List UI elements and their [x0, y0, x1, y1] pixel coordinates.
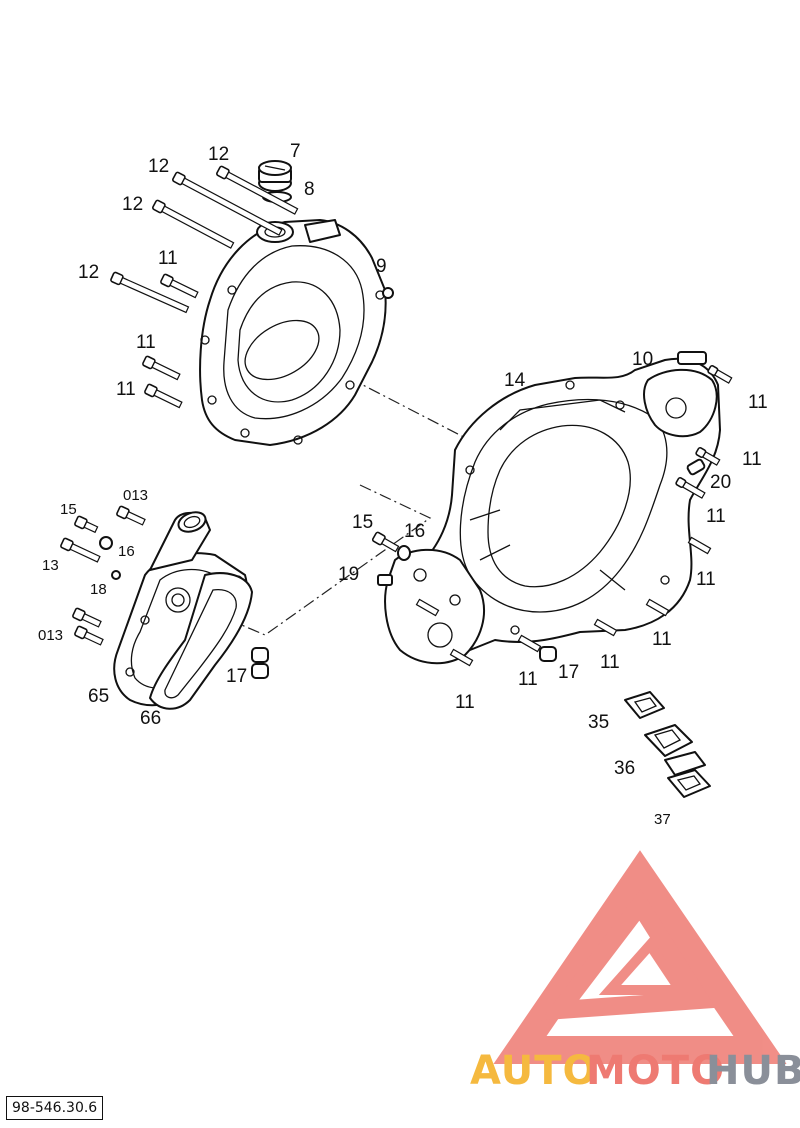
bolt-15-washer-16-right: [371, 531, 411, 561]
reference-code: 98-546.30.6: [6, 1096, 104, 1120]
callout-17b: 17: [558, 662, 579, 683]
callout-11h: 11: [652, 629, 672, 650]
callout-11e: 11: [742, 449, 762, 470]
callout-013a: 013: [123, 487, 148, 504]
callout-11g: 11: [696, 569, 716, 590]
callout-20: 20: [710, 472, 731, 493]
long-bolts-12: [110, 165, 299, 314]
logo-triangle-icon: [493, 850, 787, 1064]
callout-12b: 12: [208, 144, 229, 165]
studs-11-right: [415, 364, 733, 667]
callout-17a: 17: [226, 666, 247, 687]
alignment-line-pump: [229, 484, 432, 636]
callout-12d: 12: [78, 262, 99, 283]
callout-13: 13: [42, 557, 59, 574]
watermark-logo: [493, 850, 787, 1064]
callout-11i: 11: [600, 652, 620, 673]
callout-11b: 11: [136, 332, 156, 353]
callout-12c: 12: [122, 194, 143, 215]
callout-11a: 11: [158, 248, 178, 269]
callout-10: 10: [632, 349, 653, 370]
callout-16a: 16: [118, 543, 135, 560]
callout-013b: 013: [38, 627, 63, 644]
ignition-cover: [377, 351, 721, 665]
cover-small-screw: [382, 287, 394, 299]
watermark-text-moto: MOTO: [586, 1048, 725, 1094]
callout-16b: 16: [404, 521, 425, 542]
watermark-text-auto: AUTO: [470, 1048, 598, 1094]
dowel-17-left-b: [251, 663, 269, 679]
callout-66: 66: [140, 708, 161, 729]
dowel-17-right: [539, 646, 557, 662]
clutch-cover: [199, 219, 387, 446]
callout-9: 9: [376, 256, 387, 277]
callout-15a: 15: [60, 501, 77, 518]
watermark-text: AUTO MOTO HUB: [470, 1048, 800, 1094]
callout-14: 14: [504, 370, 526, 391]
water-pump-assembly: [113, 511, 253, 710]
callout-12a: 12: [148, 156, 169, 177]
callout-35: 35: [588, 712, 609, 733]
callout-11c: 11: [116, 379, 136, 400]
callout-7: 7: [290, 141, 301, 162]
pump-bolts: [60, 505, 269, 679]
callout-19: 19: [338, 564, 359, 585]
short-bolts-11-left: [142, 273, 199, 409]
callout-36: 36: [614, 758, 635, 779]
callout-18: 18: [90, 581, 107, 598]
callout-11d: 11: [748, 392, 768, 413]
grommets: [624, 691, 711, 798]
callout-labels: 7 8 9 12 12 12 12 11 11 11 14 10 11 11 2…: [38, 141, 768, 828]
callout-11f: 11: [706, 506, 726, 527]
callout-11j: 11: [518, 669, 538, 690]
callout-37: 37: [654, 811, 671, 828]
callout-15b: 15: [352, 512, 373, 533]
watermark-text-hub: HUB: [706, 1048, 800, 1094]
callout-11k: 11: [455, 692, 475, 713]
callout-65: 65: [88, 686, 109, 707]
dowel-17-left-a: [251, 647, 269, 663]
callout-8: 8: [304, 179, 315, 200]
